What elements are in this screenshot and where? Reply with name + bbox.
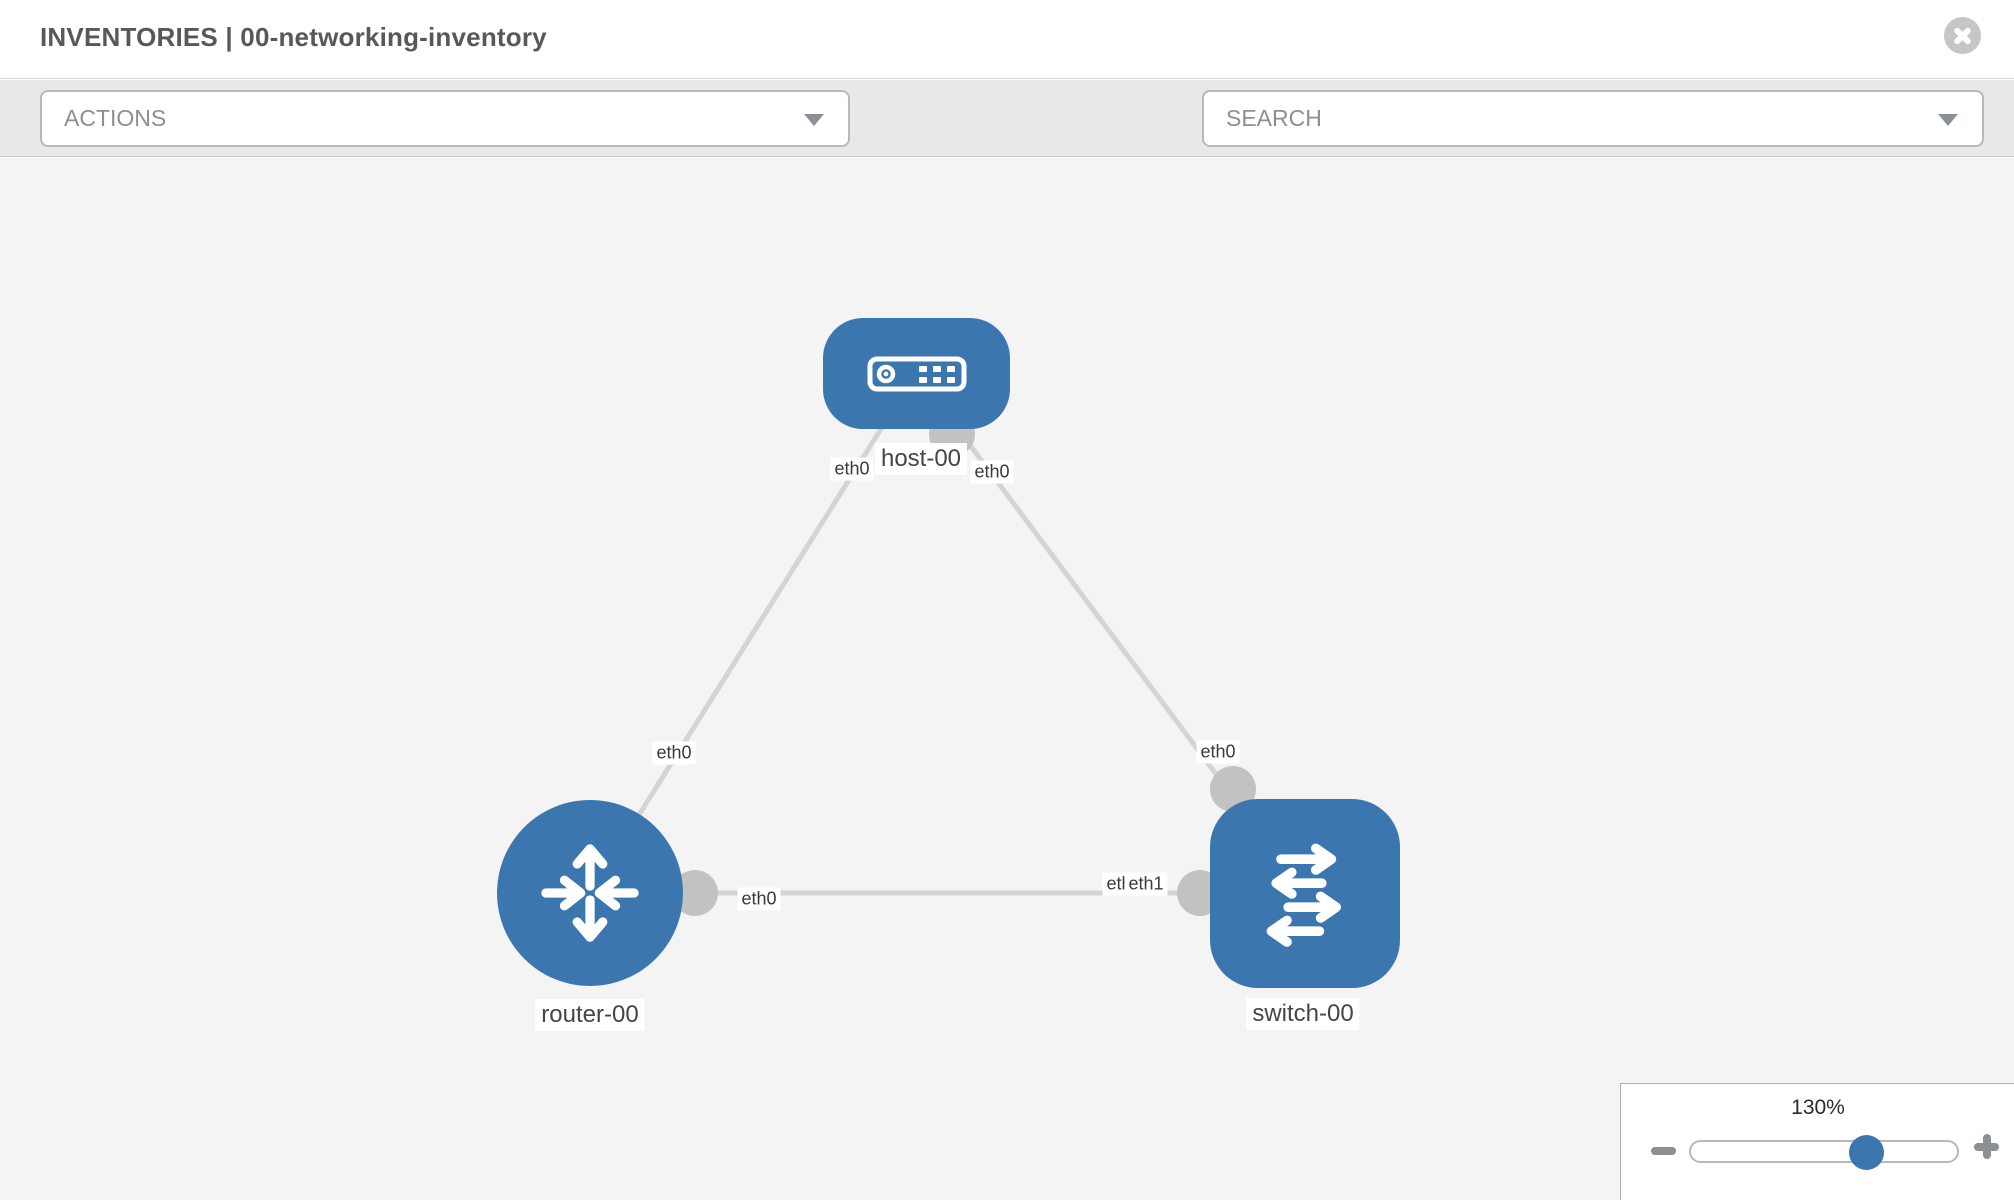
if-label-host-to-router: eth0 (830, 457, 874, 481)
topology-canvas[interactable]: host-00 router-00 switch-00 eth0 eth0 et… (0, 158, 2014, 1200)
switch-label: switch-00 (1246, 998, 1360, 1030)
actions-dropdown-label: ACTIONS (64, 105, 167, 131)
search-dropdown[interactable]: SEARCH (1202, 90, 1984, 147)
if-label-router-to-switch: eth0 (737, 887, 781, 911)
zoom-slider (1621, 1134, 2014, 1170)
router-icon (541, 844, 639, 942)
topology-links (587, 371, 1308, 916)
toolbar: ACTIONS SEARCH (0, 80, 2014, 220)
zoom-slider-track[interactable] (1689, 1135, 1959, 1170)
zoom-slider-thumb[interactable] (1849, 1135, 1884, 1170)
chevron-down-icon (1938, 113, 1958, 126)
switch-icon (1266, 843, 1341, 947)
if-label-switch-to-host: eth0 (1196, 740, 1240, 764)
router-label: router-00 (535, 999, 645, 1031)
chevron-down-icon (804, 113, 824, 126)
node-switch[interactable] (1210, 799, 1400, 988)
actions-dropdown[interactable]: ACTIONS (40, 90, 850, 147)
host-label: host-00 (874, 443, 968, 475)
host-icon (867, 356, 966, 391)
search-placeholder: SEARCH (1226, 105, 1322, 131)
zoom-level-value: 130% (1791, 1096, 1845, 1119)
page-title: INVENTORIES | 00-networking-inventory (40, 22, 547, 52)
close-icon[interactable] (1944, 17, 1981, 54)
node-router[interactable] (497, 800, 683, 986)
zoom-panel: 130% (1620, 1083, 2014, 1200)
router-interface-connector[interactable] (672, 870, 718, 916)
if-label-host-to-switch: eth0 (970, 460, 1014, 484)
node-host[interactable] (823, 318, 1010, 429)
zoom-out-button[interactable] (1651, 1147, 1676, 1155)
zoom-in-button[interactable] (1974, 1134, 1999, 1159)
if-label-switch-to-router: eth1 (1124, 872, 1168, 896)
if-label-router-to-host: eth0 (652, 741, 696, 765)
header: INVENTORIES | 00-networking-inventory (0, 0, 2014, 79)
